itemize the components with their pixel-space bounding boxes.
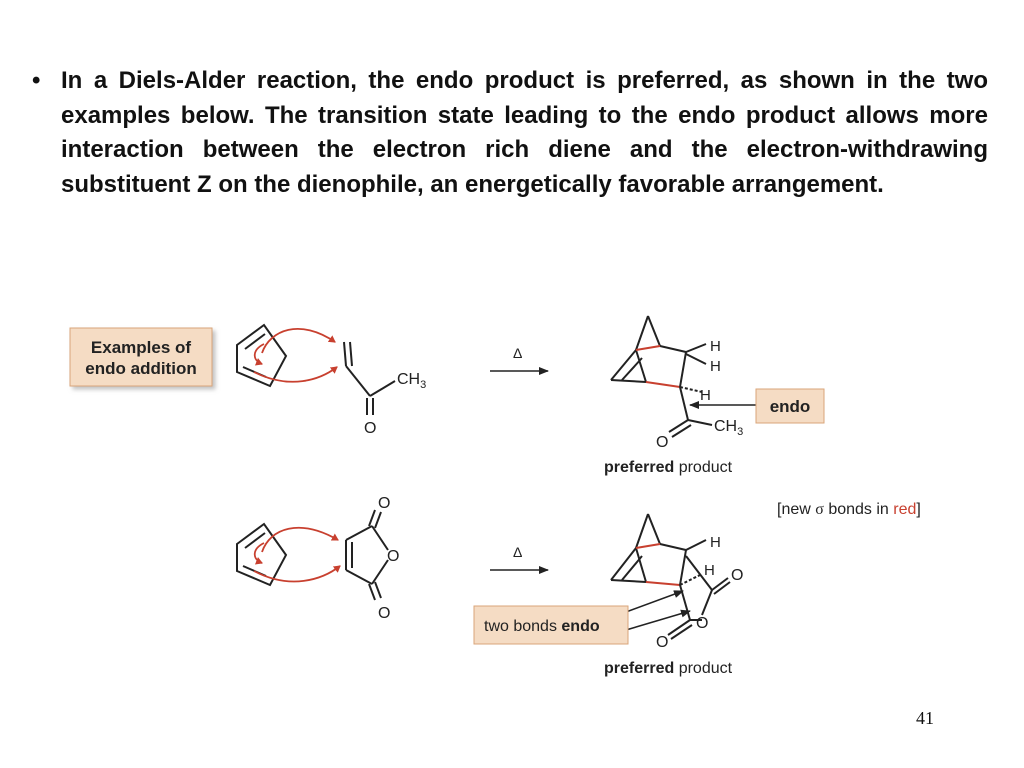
preferred-product-caption-2: preferred product xyxy=(604,660,733,677)
o-top-label: O xyxy=(378,495,390,512)
endo-label-box: endo xyxy=(689,388,825,424)
dienophile-methyl-vinyl-ketone xyxy=(343,341,396,415)
o-product2-bottom-label: O xyxy=(656,634,668,651)
h-label-1b: H xyxy=(710,358,721,375)
ch3-reactant-label: CH3 xyxy=(397,371,426,391)
legend-suffix: ] xyxy=(916,501,920,518)
caption-1-rest: product xyxy=(674,459,732,476)
caption-2-rest: product xyxy=(674,660,732,677)
legend-sigma: σ xyxy=(815,501,824,518)
heat-symbol-2: Δ xyxy=(513,544,522,560)
examples-label-line1: Examples of xyxy=(91,338,191,357)
heat-arrow-1: Δ xyxy=(490,345,549,375)
paragraph-text: In a Diels-Alder reaction, the endo prod… xyxy=(61,67,988,198)
h-label-1c: H xyxy=(700,387,711,404)
bullet-marker: • xyxy=(32,67,41,94)
page-number: 41 xyxy=(916,708,934,728)
two-bonds-prefix: two bonds xyxy=(484,618,561,635)
h-label-2a: H xyxy=(710,534,721,551)
caption-2-bold: preferred xyxy=(604,660,674,677)
heat-arrow-2: Δ xyxy=(490,544,549,574)
o-product2-right-label: O xyxy=(731,567,743,584)
o-product-label-1: O xyxy=(656,434,668,451)
examples-label-box: Examples of endo addition xyxy=(69,327,213,387)
two-bonds-endo-label: two bonds endo xyxy=(484,618,600,635)
ch3-product-label: CH3 xyxy=(714,418,743,438)
norbornene-product-1 xyxy=(610,315,713,438)
preferred-product-caption-1: preferred product xyxy=(604,459,733,476)
caption-1-bold: preferred xyxy=(604,459,674,476)
o-product2-ring-label: O xyxy=(696,615,708,632)
o-bottom-label: O xyxy=(378,605,390,622)
dienophile-maleic-anhydride xyxy=(345,509,389,601)
norbornene-product-2 xyxy=(610,513,731,640)
o-reactant-label: O xyxy=(364,420,376,437)
two-bonds-bold: endo xyxy=(561,618,599,635)
two-bonds-endo-box: two bonds endo xyxy=(473,590,691,645)
o-ring-label: O xyxy=(387,548,399,565)
legend-prefix: [new xyxy=(777,501,815,518)
curly-arrows-1 xyxy=(253,327,338,383)
endo-label: endo xyxy=(770,397,811,416)
bullet-paragraph: • In a Diels-Alder reaction, the endo pr… xyxy=(32,64,988,202)
examples-label-line2: endo addition xyxy=(85,359,196,378)
heat-symbol-1: Δ xyxy=(513,345,522,361)
legend-red-word: red xyxy=(893,501,916,518)
h-label-1a: H xyxy=(710,338,721,355)
curly-arrows-2 xyxy=(253,526,341,583)
new-bonds-legend: [new σ bonds in red] xyxy=(777,501,921,518)
h-label-2b: H xyxy=(704,562,715,579)
legend-middle: bonds in xyxy=(824,501,893,518)
